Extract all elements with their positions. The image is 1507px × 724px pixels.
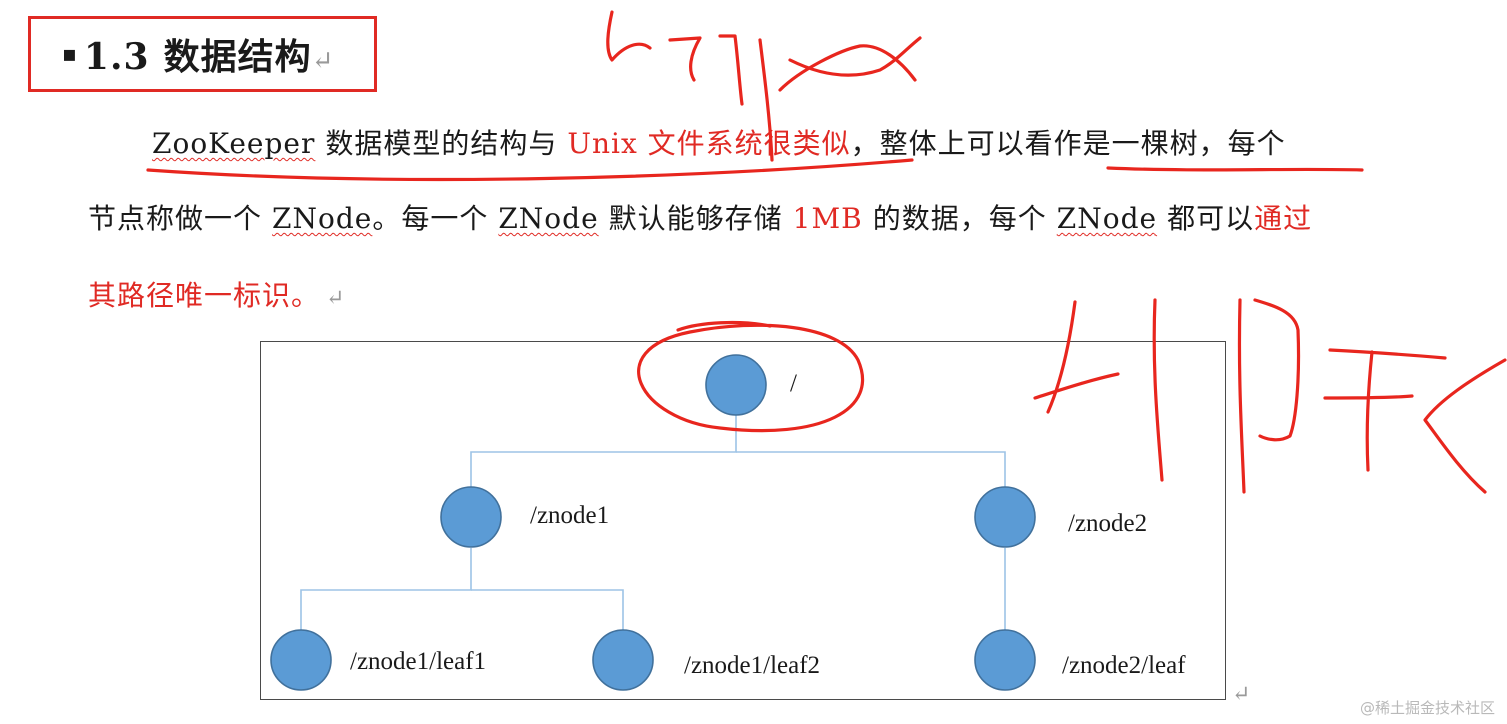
heading-highlight-box xyxy=(28,16,377,92)
label-root: / xyxy=(790,370,797,397)
paragraph-mark-icon: ↵ xyxy=(311,46,335,76)
line2-text-c: 。每一个 xyxy=(372,202,489,235)
underline-stroke-2 xyxy=(1106,166,1364,172)
edge-root-children xyxy=(470,414,737,488)
scribble-stroke-3 xyxy=(1033,298,1164,482)
node-root xyxy=(705,354,767,416)
label-leaf1: /znode1/leaf1 xyxy=(350,648,486,675)
term-znode-2: ZNode xyxy=(498,202,599,235)
term-znode-1: ZNode xyxy=(272,202,373,235)
underline-stroke-1 xyxy=(146,158,914,182)
node-znode2 xyxy=(974,486,1036,548)
line1-text-b: 数据模型的结构与 xyxy=(325,127,558,160)
scribble-stroke-2 xyxy=(758,36,922,162)
line1-text-d: ，整体上可以看作是一棵树，每个 xyxy=(850,127,1286,160)
paragraph-line-1: ZooKeeper 数据模型的结构与 Unix 文件系统很类似，整体上可以看作是一棵… xyxy=(152,122,1286,162)
node-leaf2 xyxy=(592,629,654,691)
tree-diagram-frame xyxy=(260,341,1226,700)
line2-text-e: 默认能够存储 xyxy=(608,202,783,235)
line2-text-a: 节点称做一个 xyxy=(88,202,263,235)
node-znode1 xyxy=(440,486,502,548)
node-leaf1 xyxy=(270,629,332,691)
size-highlight: 1MB xyxy=(792,202,863,235)
circle-stroke xyxy=(637,320,865,433)
scribble-stroke-4 xyxy=(1237,298,1301,494)
section-heading: ▪1.3 数据结构↵ xyxy=(62,28,334,80)
term-zookeeper: ZooKeeper xyxy=(152,127,316,160)
line2-text-i: 都可以 xyxy=(1167,202,1255,235)
tree-edges xyxy=(300,414,1006,632)
edge-znode1-leaf2 xyxy=(471,589,624,632)
label-leaf3: /znode2/leaf xyxy=(1062,652,1186,679)
node-leaf3 xyxy=(974,629,1036,691)
paragraph-mark-icon: ↵ xyxy=(1232,682,1251,707)
line1-highlight: Unix 文件系统很类似 xyxy=(567,127,851,160)
line3-highlight: 其路径唯一标识。 xyxy=(88,279,321,312)
section-number: 1.3 xyxy=(83,36,150,78)
paragraph-mark-icon: ↵ xyxy=(326,286,346,311)
watermark: @稀土掘金技术社区 xyxy=(1359,699,1495,717)
edge-root-znode2 xyxy=(736,451,1006,488)
edge-znode1-leaf1 xyxy=(300,548,472,632)
scribble-stroke-1 xyxy=(606,10,744,106)
label-leaf2: /znode1/leaf2 xyxy=(684,652,820,679)
paragraph-line-3: 其路径唯一标识。↵ xyxy=(88,274,345,314)
line2-highlight: 通过 xyxy=(1254,202,1313,235)
line2-text-g: 的数据，每个 xyxy=(872,202,1047,235)
section-title: 数据结构 xyxy=(163,36,312,78)
bullet-icon: ▪ xyxy=(62,41,78,67)
label-znode1: /znode1 xyxy=(530,502,609,529)
scribble-stroke-5 xyxy=(1323,348,1507,494)
label-znode2: /znode2 xyxy=(1068,510,1147,537)
term-znode-3: ZNode xyxy=(1056,202,1158,235)
handwritten-annotations xyxy=(146,10,1507,494)
